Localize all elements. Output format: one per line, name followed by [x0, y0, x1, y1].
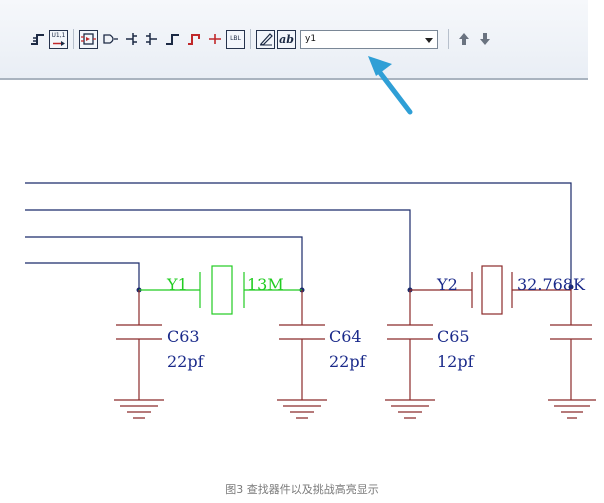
capacitor-right[interactable] — [548, 287, 596, 419]
toolbar-separator — [73, 29, 74, 49]
toolbar-separator — [250, 29, 251, 49]
junction-dots — [136, 284, 574, 293]
arrow-up-icon[interactable] — [454, 30, 473, 49]
u11-net-icon[interactable]: U1,1 — [49, 29, 68, 49]
schematic-toolbar: U1,1 LBL ab — [0, 0, 588, 80]
y1-value-label: 13M — [247, 275, 284, 294]
ic-component-icon[interactable] — [79, 29, 98, 49]
text-ab-icon[interactable]: ab — [277, 29, 296, 49]
c65-value-label: 12pf — [437, 352, 475, 371]
crystal-y1[interactable] — [139, 265, 302, 315]
c63-ref-label: C63 — [167, 327, 200, 346]
capacitor-c63[interactable] — [114, 290, 164, 419]
figure-caption: 图3 查找器件以及挑战高亮显示 — [225, 483, 379, 496]
pointer-arrow-icon — [368, 56, 413, 115]
schematic-canvas: Y1 13M Y2 32.768K C63 22pf C64 22pf C65 … — [25, 182, 596, 419]
y1-ref-label: Y1 — [166, 275, 188, 294]
find-component-combobox[interactable]: y1 — [300, 29, 438, 49]
capacitor-c65[interactable] — [385, 290, 435, 419]
step-right-red-icon[interactable] — [184, 30, 203, 49]
arrow-down-icon[interactable] — [475, 30, 494, 49]
pen-icon[interactable] — [256, 29, 275, 49]
find-component-value: y1 — [305, 33, 317, 44]
step-left-icon[interactable] — [163, 30, 182, 49]
chevron-down-icon[interactable] — [424, 34, 434, 46]
label-box-icon[interactable]: LBL — [226, 29, 245, 49]
text-ab-label: ab — [279, 32, 294, 46]
toolbar-separator — [448, 29, 449, 49]
wire-step-icon[interactable] — [28, 30, 47, 49]
pin-left-icon[interactable] — [121, 30, 140, 49]
c63-value-label: 22pf — [167, 352, 205, 371]
net-wires — [25, 182, 572, 290]
junction-icon[interactable] — [205, 30, 224, 49]
y2-value-label: 32.768K — [517, 275, 586, 294]
c64-value-label: 22pf — [329, 352, 367, 371]
crystal-y2[interactable] — [410, 265, 571, 315]
toolbar-row: U1,1 LBL ab — [28, 27, 494, 51]
c64-ref-label: C64 — [329, 327, 362, 346]
capacitor-c64[interactable] — [277, 290, 327, 419]
u11-label: U1,1 — [51, 31, 66, 39]
c65-ref-label: C65 — [437, 327, 470, 346]
gate-icon[interactable] — [100, 30, 119, 49]
y2-ref-label: Y2 — [436, 275, 458, 294]
label-box-text: LBL — [230, 35, 241, 42]
pin-right-icon[interactable] — [142, 30, 161, 49]
